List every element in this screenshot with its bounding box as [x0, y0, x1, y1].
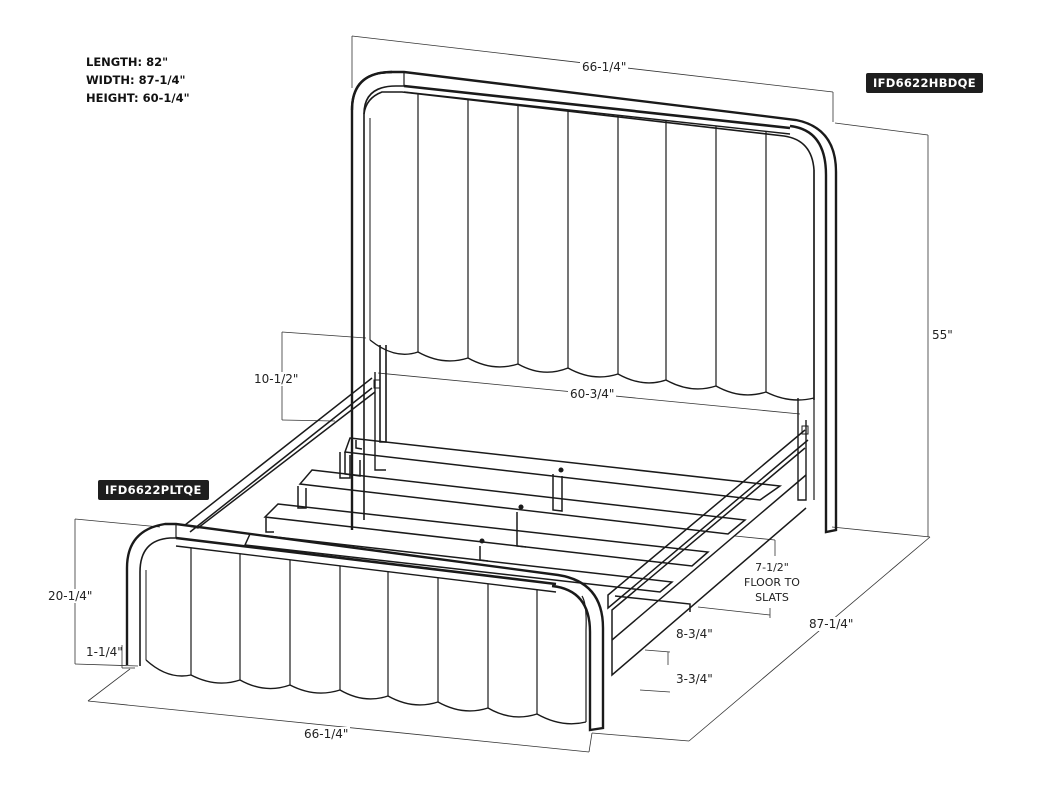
frame-rails [183, 377, 809, 677]
dim-inner-width: 60-3/4" [568, 387, 617, 401]
spec-width: WIDTH: 87-1/4" [86, 73, 186, 87]
dim-rail-bottom: 3-3/4" [674, 672, 715, 686]
dim-rail-top: 8-3/4" [674, 627, 715, 641]
dim-rail-height: 10-1/2" [252, 372, 301, 386]
headboard-sku-tag: IFD6622HBDQE [866, 73, 983, 93]
dimension-lines [74, 35, 931, 753]
floor-to-slats-value: 7-1/2" [755, 561, 789, 574]
dim-footboard-height: 20-1/4" [46, 589, 95, 603]
overall-specs: LENGTH: 82" WIDTH: 87-1/4" HEIGHT: 60-1/… [86, 53, 190, 107]
dim-headboard-width: 66-1/4" [580, 60, 629, 74]
dim-overall-length: 87-1/4" [807, 617, 856, 631]
floor-to-slats-line1: FLOOR TO [744, 576, 800, 589]
spec-length: LENGTH: 82" [86, 55, 169, 69]
dim-foot-clearance: 1-1/4" [86, 645, 123, 659]
floor-to-slats-line2: SLATS [755, 591, 789, 604]
spec-height: HEIGHT: 60-1/4" [86, 91, 190, 105]
dim-headboard-height: 55" [930, 328, 955, 342]
footboard [125, 522, 605, 732]
platform-sku-tag: IFD6622PLTQE [98, 480, 209, 500]
floor-to-slats-note: 7-1/2" FLOOR TO SLATS [737, 560, 807, 605]
headboard [350, 70, 838, 534]
dim-footboard-width: 66-1/4" [302, 727, 351, 741]
